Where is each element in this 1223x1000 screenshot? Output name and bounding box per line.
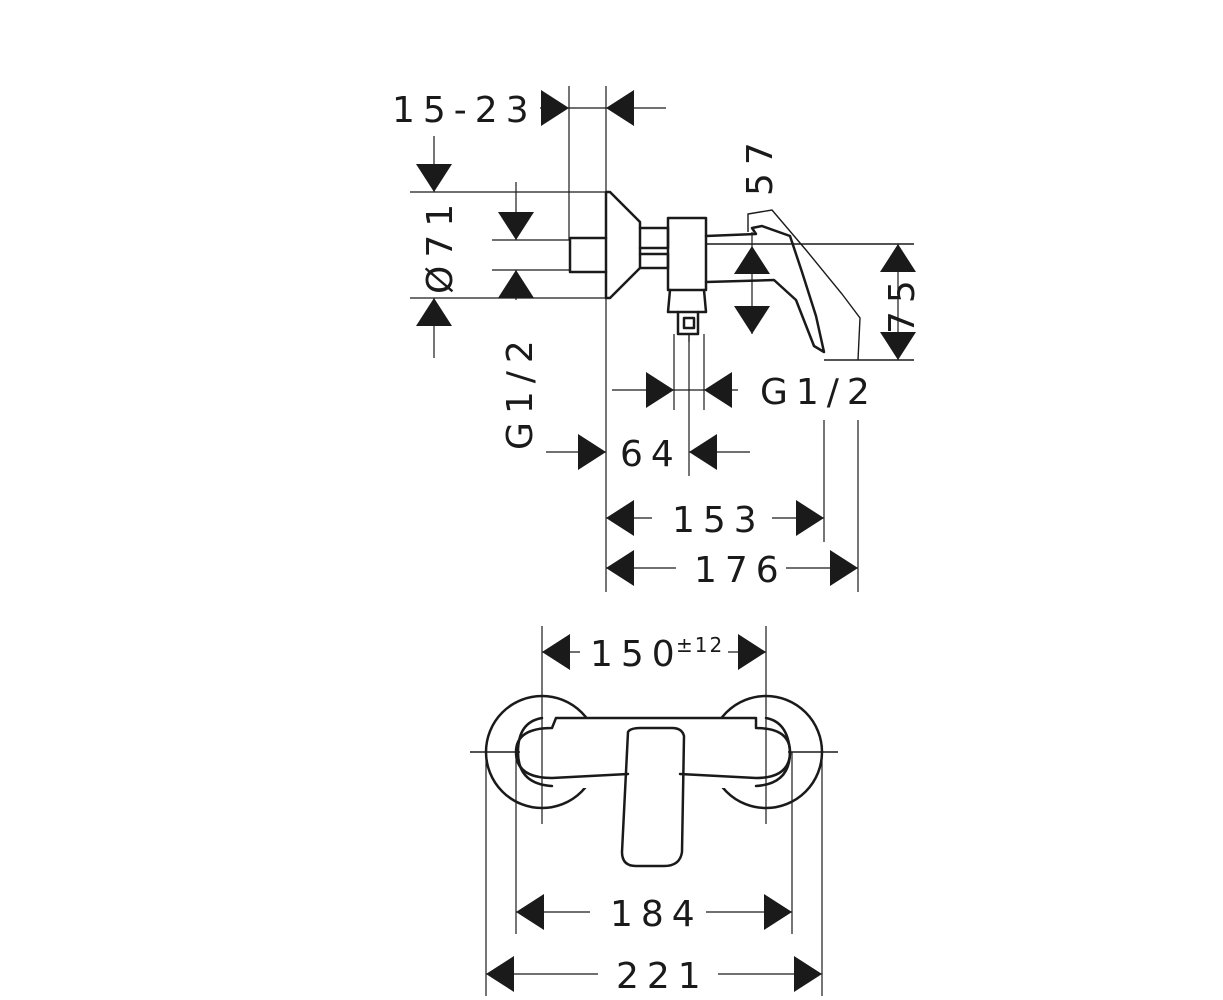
- lever-handle: [704, 224, 826, 354]
- dim-153: 153: [672, 500, 765, 541]
- mixer-body: [666, 216, 708, 292]
- dim-176: 176: [694, 550, 787, 591]
- inlet-stub: [568, 236, 608, 274]
- rosette-cone: [604, 190, 642, 300]
- dim-75: 75: [882, 272, 923, 334]
- dim-outlet-g12: G1/2: [760, 372, 878, 413]
- dim-15-23: 15-23: [392, 90, 537, 131]
- dim-inlet-g12: G1/2: [500, 332, 541, 450]
- front-view: 150 ±12 184 221: [470, 626, 838, 997]
- dim-150-tolerance: ±12: [676, 633, 724, 657]
- dim-64: 64: [620, 434, 682, 475]
- dim-221: 221: [616, 956, 709, 997]
- dim-150: 150: [590, 634, 683, 675]
- dim-184: 184: [610, 894, 703, 935]
- dim-57: 57: [740, 134, 781, 196]
- side-view: 15-23 Ø71 G1/2 57 75 G1/2: [392, 86, 923, 592]
- dim-dia-71: Ø71: [420, 196, 461, 294]
- lever-front: [620, 726, 686, 868]
